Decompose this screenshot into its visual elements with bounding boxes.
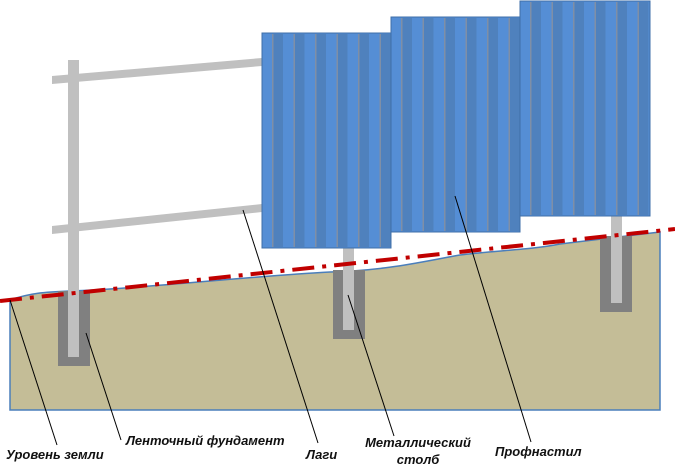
sheet-rib — [530, 2, 541, 215]
sheet-rib — [379, 34, 391, 247]
sheet-groove — [530, 2, 532, 215]
ground-level-line — [0, 227, 675, 303]
sheet-rib — [315, 34, 326, 247]
upper-rail — [52, 58, 262, 84]
sheet-rib — [358, 34, 369, 247]
sheet-groove — [272, 34, 274, 247]
label-rails: Лаги — [306, 447, 338, 462]
sheet-groove — [616, 2, 618, 215]
sheet-rib — [508, 18, 520, 231]
sheet-groove — [422, 18, 424, 231]
sheet-groove — [315, 34, 317, 247]
sheet-rib — [637, 2, 649, 215]
sheet-rib — [616, 2, 627, 215]
label-metal-post-line2: столб — [396, 452, 440, 467]
label-metal-post: Металлический столб — [362, 434, 474, 468]
sheet-groove — [551, 2, 553, 215]
sheet-rib — [487, 18, 498, 231]
label-metal-post-line1: Металлический — [365, 435, 471, 450]
sheet-rib — [594, 2, 606, 215]
sheet-groove — [637, 2, 639, 215]
sheet-groove — [508, 18, 510, 231]
leader-rails — [242, 209, 319, 444]
label-strip-foundation: Ленточный фундамент — [126, 433, 285, 448]
sheet-groove — [465, 18, 467, 231]
metal-post-1 — [68, 60, 79, 357]
sheet-rib — [551, 2, 563, 215]
leader-metal-post — [347, 294, 395, 437]
sheet-groove — [293, 34, 295, 247]
sheet-rib — [401, 18, 412, 231]
leader-strip-foundation — [85, 332, 122, 441]
metal-post-2 — [343, 246, 354, 330]
sheet-rib — [336, 34, 348, 247]
sheet-rib — [444, 18, 455, 231]
sheet-groove — [594, 2, 596, 215]
sheet-rib — [293, 34, 305, 247]
sheet-groove — [336, 34, 338, 247]
sheet-groove — [487, 18, 489, 231]
sheet-groove — [444, 18, 446, 231]
label-ground-level: Уровень земли — [6, 447, 104, 462]
metal-post-3 — [611, 214, 622, 303]
sheet-groove — [401, 18, 403, 231]
lower-rail — [52, 204, 262, 234]
sheet-rib — [573, 2, 584, 215]
leader-profiled-sheet — [454, 195, 532, 443]
sheet-groove — [358, 34, 360, 247]
sheet-groove — [573, 2, 575, 215]
sheet-rib — [465, 18, 477, 231]
sheet-groove — [379, 34, 381, 247]
profiled-sheet-1 — [261, 32, 392, 249]
label-profiled-sheet: Профнастил — [495, 444, 582, 459]
sheet-rib — [272, 34, 283, 247]
profiled-sheets — [261, 0, 651, 249]
leader-ground-level — [9, 299, 58, 446]
sheet-rib — [422, 18, 434, 231]
profiled-sheet-3 — [519, 0, 651, 217]
